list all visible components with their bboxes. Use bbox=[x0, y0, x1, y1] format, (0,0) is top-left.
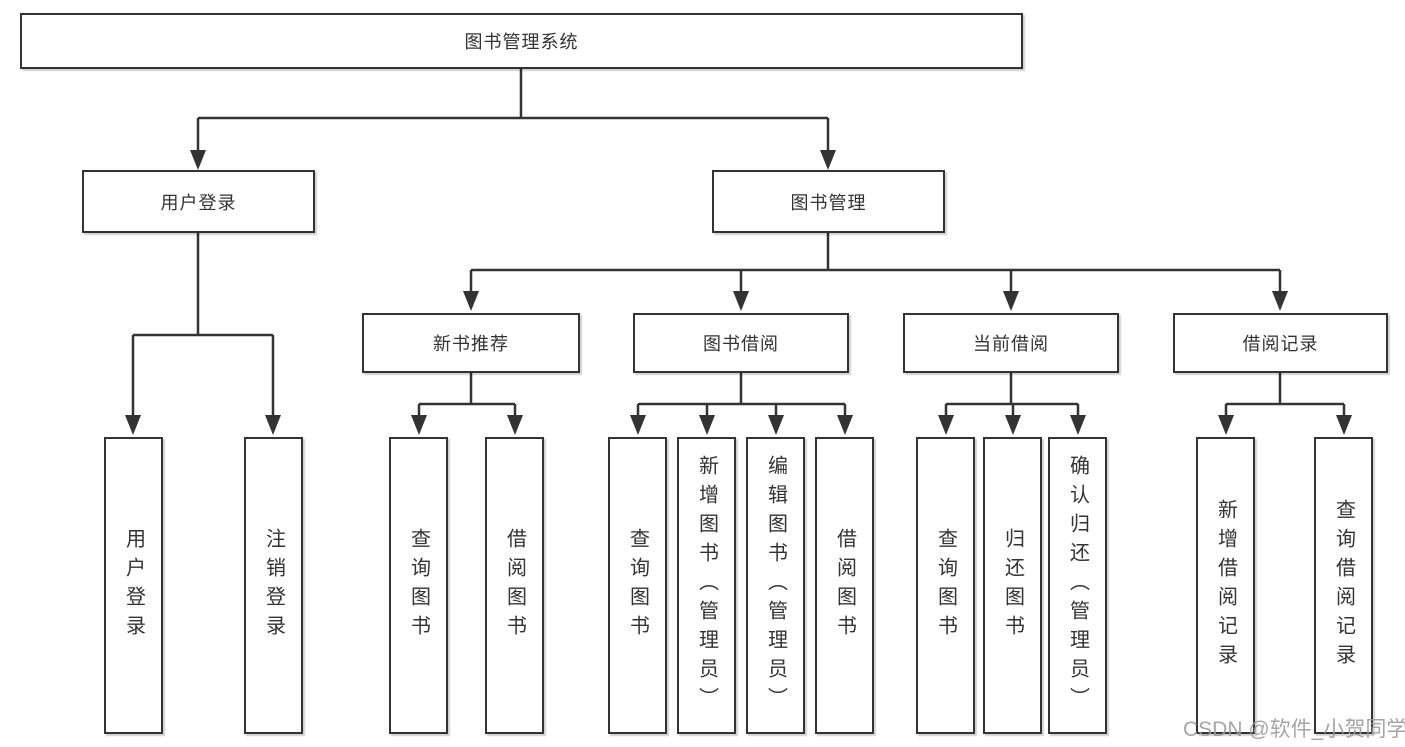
leaf-record-query: 查询借阅记录 bbox=[1314, 437, 1373, 734]
leaf-current-query-books: 查询图书 bbox=[916, 437, 975, 734]
leaf-current-return-books: 归还图书 bbox=[983, 437, 1042, 734]
leaf-logout: 注销登录 bbox=[244, 437, 303, 734]
connector-root-to-level2 bbox=[190, 69, 836, 170]
node-current-borrow: 当前借阅 bbox=[903, 313, 1119, 373]
node-root-system: 图书管理系统 bbox=[20, 13, 1023, 69]
connector-newbook-to-leaves bbox=[411, 373, 523, 435]
node-root-label: 图书管理系统 bbox=[464, 32, 579, 52]
leaf-borrow-query-books: 查询图书 bbox=[608, 437, 667, 734]
leaf-current-confirm-return-admin-label: 确认归还（管理员） bbox=[1066, 455, 1089, 716]
connector-currentborrow-to-leaves bbox=[938, 373, 1086, 435]
leaf-borrow-edit-books-admin-label: 编辑图书（管理员） bbox=[764, 455, 787, 716]
leaf-current-query-books-label: 查询图书 bbox=[934, 527, 957, 644]
connector-bookborrow-to-leaves bbox=[630, 373, 853, 435]
leaf-user-login-label: 用户登录 bbox=[122, 527, 145, 644]
leaf-borrow-add-books-admin: 新增图书（管理员） bbox=[677, 437, 736, 734]
leaf-newbook-query-books: 查询图书 bbox=[389, 437, 448, 734]
node-book-borrow-label: 图书借阅 bbox=[703, 334, 779, 354]
leaf-current-confirm-return-admin: 确认归还（管理员） bbox=[1048, 437, 1107, 734]
leaf-borrow-borrow-books-label: 借阅图书 bbox=[833, 527, 856, 644]
leaf-borrow-add-books-admin-label: 新增图书（管理员） bbox=[695, 455, 718, 716]
leaf-current-return-books-label: 归还图书 bbox=[1001, 527, 1024, 644]
node-new-book-recommend: 新书推荐 bbox=[362, 313, 580, 373]
node-book-management: 图书管理 bbox=[712, 170, 945, 233]
leaf-user-login: 用户登录 bbox=[104, 437, 163, 734]
node-book-management-label: 图书管理 bbox=[790, 192, 867, 213]
node-borrow-records: 借阅记录 bbox=[1173, 313, 1388, 373]
leaf-borrow-query-books-label: 查询图书 bbox=[626, 527, 649, 644]
leaf-newbook-borrow-books: 借阅图书 bbox=[485, 437, 544, 734]
node-user-login: 用户登录 bbox=[82, 170, 315, 233]
leaf-record-add-label: 新增借阅记录 bbox=[1214, 498, 1237, 673]
leaf-logout-label: 注销登录 bbox=[262, 527, 285, 644]
node-current-borrow-label: 当前借阅 bbox=[973, 334, 1049, 354]
connector-bookmgmt-to-level3 bbox=[463, 233, 1288, 311]
leaf-borrow-edit-books-admin: 编辑图书（管理员） bbox=[746, 437, 805, 734]
csdn-watermark: CSDN @软件_小贺同学 bbox=[1183, 718, 1405, 741]
leaf-borrow-borrow-books: 借阅图书 bbox=[815, 437, 874, 734]
leaf-newbook-borrow-books-label: 借阅图书 bbox=[503, 527, 526, 644]
connector-borrowrecord-to-leaves bbox=[1218, 373, 1352, 435]
node-new-book-recommend-label: 新书推荐 bbox=[433, 334, 509, 354]
leaf-record-query-label: 查询借阅记录 bbox=[1332, 498, 1355, 673]
connector-userlogin-to-leaves bbox=[125, 233, 281, 435]
node-user-login-label: 用户登录 bbox=[160, 192, 237, 213]
node-book-borrow: 图书借阅 bbox=[633, 313, 849, 373]
leaf-newbook-query-books-label: 查询图书 bbox=[407, 527, 430, 644]
node-borrow-records-label: 借阅记录 bbox=[1242, 334, 1319, 354]
leaf-record-add: 新增借阅记录 bbox=[1196, 437, 1255, 734]
